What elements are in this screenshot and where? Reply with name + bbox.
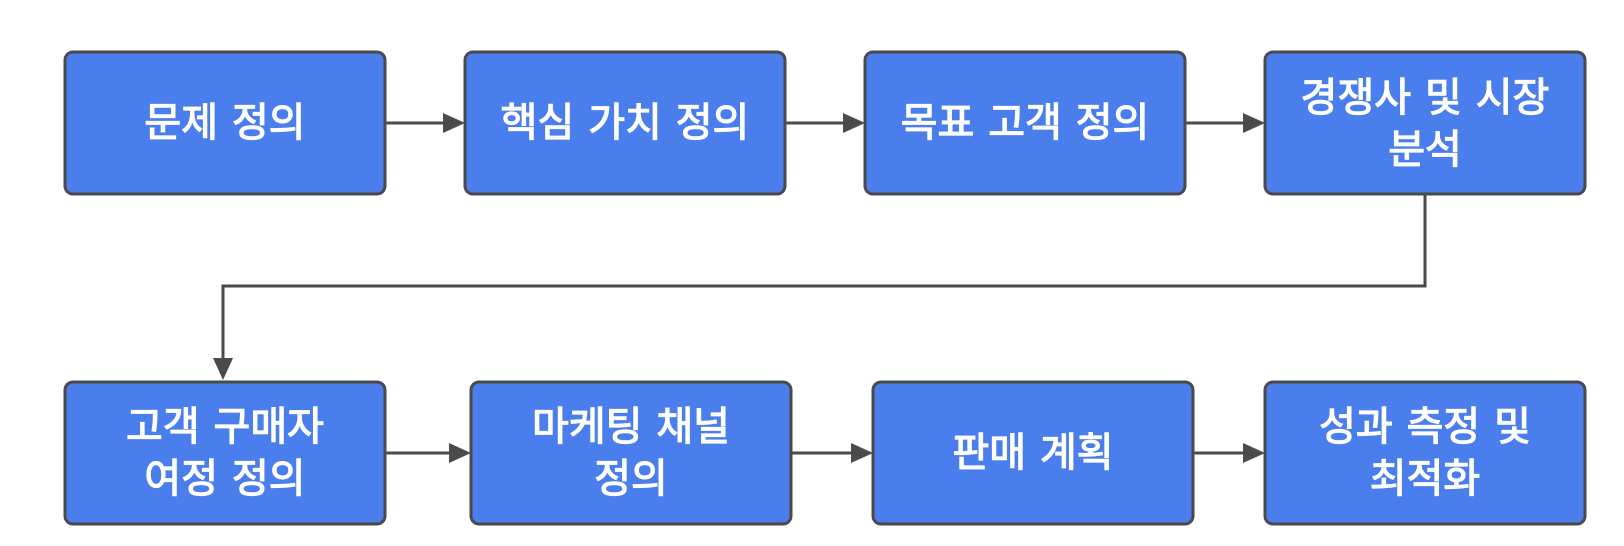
step-marketing-channel-definition: 마케팅 채널 정의 bbox=[469, 380, 793, 526]
step-label-line-1: 고객 구매자 bbox=[126, 404, 324, 450]
step-label-line-2: 정의 bbox=[594, 456, 668, 502]
step-label-line-1: 경쟁사 및 시장 bbox=[1301, 75, 1550, 121]
step-label: 목표 고객 정의 bbox=[901, 100, 1150, 146]
edge-n4-n5 bbox=[213, 195, 1427, 380]
arrowhead-icon bbox=[843, 113, 865, 133]
edge-n1-n2 bbox=[385, 113, 465, 133]
step-label: 문제 정의 bbox=[144, 100, 305, 146]
edge-n5-n6 bbox=[385, 443, 471, 463]
step-label-line-1: 마케팅 채널 bbox=[532, 404, 730, 450]
step-performance-measurement-optimization: 성과 측정 및 최적화 bbox=[1263, 380, 1587, 526]
edge-n6-n7 bbox=[791, 443, 873, 463]
arrowhead-icon bbox=[1243, 113, 1265, 133]
step-label-line-2: 분석 bbox=[1388, 127, 1462, 173]
step-customer-journey-definition: 고객 구매자 여정 정의 bbox=[63, 380, 387, 526]
edge-n7-n8 bbox=[1193, 443, 1265, 463]
arrowhead-icon bbox=[443, 113, 465, 133]
step-problem-definition: 문제 정의 bbox=[63, 50, 387, 196]
connectors bbox=[213, 113, 1427, 463]
step-core-value-definition: 핵심 가치 정의 bbox=[463, 50, 787, 196]
arrowhead-icon bbox=[851, 443, 873, 463]
step-label: 핵심 가치 정의 bbox=[501, 100, 750, 146]
arrowhead-icon bbox=[213, 358, 233, 380]
step-competitor-market-analysis: 경쟁사 및 시장 분석 bbox=[1263, 50, 1587, 196]
step-label: 판매 계획 bbox=[952, 430, 1113, 476]
edge-n3-n4 bbox=[1185, 113, 1265, 133]
edge-n2-n3 bbox=[785, 113, 865, 133]
arrowhead-icon bbox=[1243, 443, 1265, 463]
process-steps: 문제 정의 핵심 가치 정의 목표 고객 정의 경쟁사 및 시장 분석 고객 구… bbox=[63, 50, 1587, 526]
step-label-line-2: 최적화 bbox=[1370, 456, 1481, 502]
arrowhead-icon bbox=[449, 443, 471, 463]
step-label-line-1: 성과 측정 및 bbox=[1319, 404, 1531, 450]
step-target-customer-definition: 목표 고객 정의 bbox=[863, 50, 1187, 196]
step-sales-plan: 판매 계획 bbox=[871, 380, 1195, 526]
step-label-line-2: 여정 정의 bbox=[144, 456, 305, 502]
